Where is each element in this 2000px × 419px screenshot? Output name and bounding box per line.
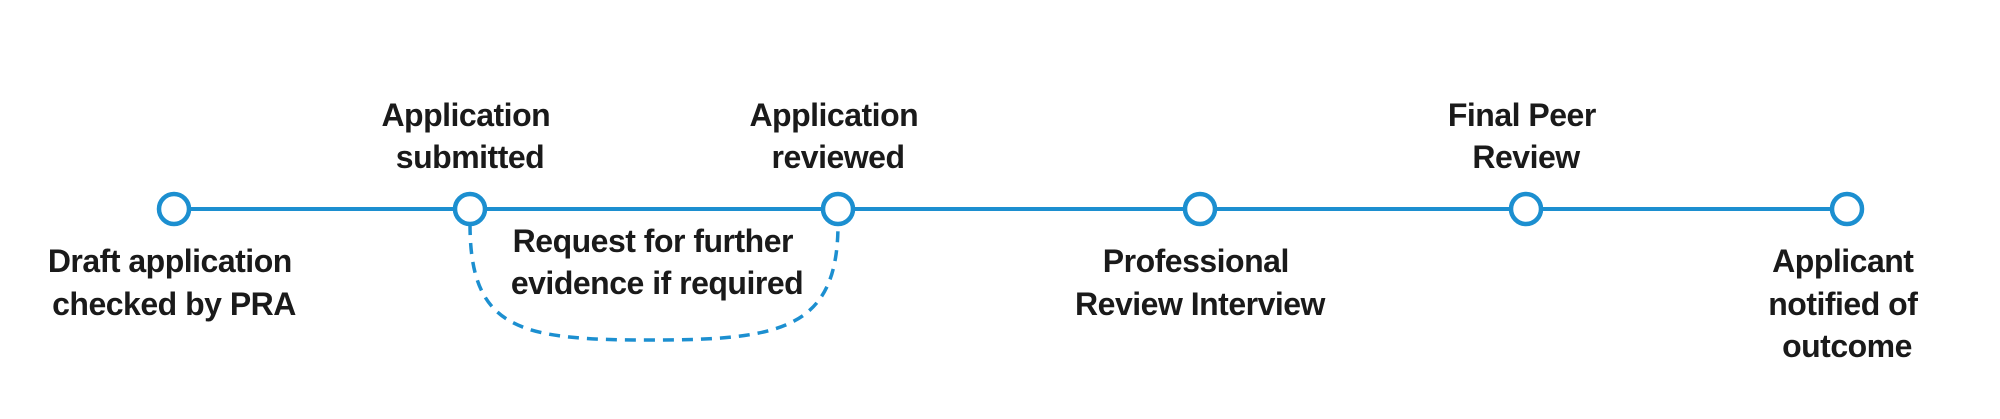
stage-label-line: notified of [1768,286,1918,322]
stage-label-line: checked by PRA [52,286,296,322]
stage-label-line: Applicant [1772,243,1914,279]
stage-node-interview [1182,191,1218,227]
stage-node-reviewed [820,191,856,227]
stage-final-peer-review: Final Peer Review [1448,97,1604,227]
stage-label-submitted: Application submitted [381,97,558,175]
stage-label-line: Application [749,97,918,133]
stage-node-final-peer-review [1508,191,1544,227]
stage-notified: Applicant notified of outcome [1768,191,1926,364]
loop-label-line: Request for further [513,223,793,259]
stage-node-submitted [452,191,488,227]
stage-submitted: Application submitted [381,97,558,227]
stage-interview: Professional Review Interview [1075,191,1326,322]
stage-draft-check: Draft application checked by PRA [48,191,300,322]
stage-label-line: reviewed [772,139,905,175]
stage-label-draft-check: Draft application checked by PRA [48,243,300,322]
stage-node-draft-check [156,191,192,227]
stage-label-line: Professional [1103,243,1289,279]
stage-node-notified [1829,191,1865,227]
stage-label-line: Application [381,97,550,133]
feedback-loop-label: Request for further evidence if required [511,223,803,301]
stage-label-line: outcome [1782,328,1912,364]
stage-label-line: Final Peer [1448,97,1596,133]
feedback-loop-dashed-arc [468,223,840,342]
stage-label-notified: Applicant notified of outcome [1768,243,1926,364]
stage-label-line: Draft application [48,243,292,279]
stage-label-interview: Professional Review Interview [1075,243,1326,322]
stage-label-line: submitted [396,139,544,175]
stage-label-reviewed: Application reviewed [749,97,926,175]
stage-label-line: Review Interview [1075,286,1326,322]
stage-label-line: Review [1472,139,1580,175]
stage-label-final-peer-review: Final Peer Review [1448,97,1604,175]
stage-reviewed: Application reviewed [749,97,926,227]
loop-label-line: evidence if required [511,265,803,301]
